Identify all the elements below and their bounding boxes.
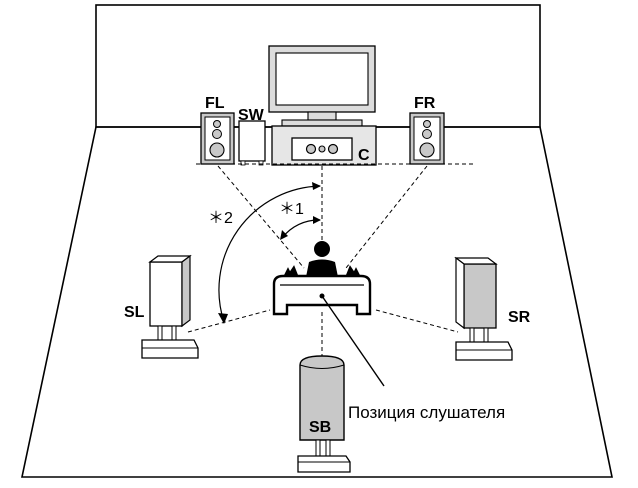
labels: FL SW C FR SL SR SB ＊1 ＊2 Позиция слушат…	[124, 95, 531, 436]
speaker-fr	[409, 112, 445, 165]
arrowheads	[218, 182, 321, 324]
label-sw: SW	[238, 107, 265, 124]
angle-2-arc	[218, 185, 321, 323]
speaker-fl	[200, 112, 235, 165]
rack	[271, 125, 377, 166]
label-fr: FR	[414, 95, 436, 112]
label-fl: FL	[205, 95, 225, 112]
tv	[268, 45, 376, 127]
label-sr: SR	[508, 309, 531, 326]
label-angle-1: ＊1	[279, 201, 304, 218]
sl-line	[187, 309, 271, 333]
sr-line	[375, 309, 459, 333]
fl-line	[217, 165, 305, 269]
subwoofer	[238, 120, 266, 166]
listener-caption: Позиция слушателя	[348, 403, 505, 422]
center-woofer-right-icon	[327, 143, 339, 155]
center-tweeter-icon	[318, 145, 326, 153]
listener-body-icon	[306, 259, 338, 277]
listener-pointer	[321, 295, 385, 387]
speaker-sr	[454, 256, 513, 361]
floor	[21, 126, 613, 478]
label-sl: SL	[124, 304, 145, 321]
listener	[272, 241, 385, 387]
label-angle-2: ＊2	[208, 210, 233, 227]
speaker-sl	[141, 254, 199, 359]
label-c: C	[358, 147, 370, 164]
center-woofer-left-icon	[305, 143, 317, 155]
fr-line	[345, 165, 428, 269]
label-sb: SB	[309, 419, 331, 436]
listener-head-icon	[314, 241, 330, 257]
speaker-sb	[297, 355, 351, 473]
guide-lines	[187, 163, 474, 356]
